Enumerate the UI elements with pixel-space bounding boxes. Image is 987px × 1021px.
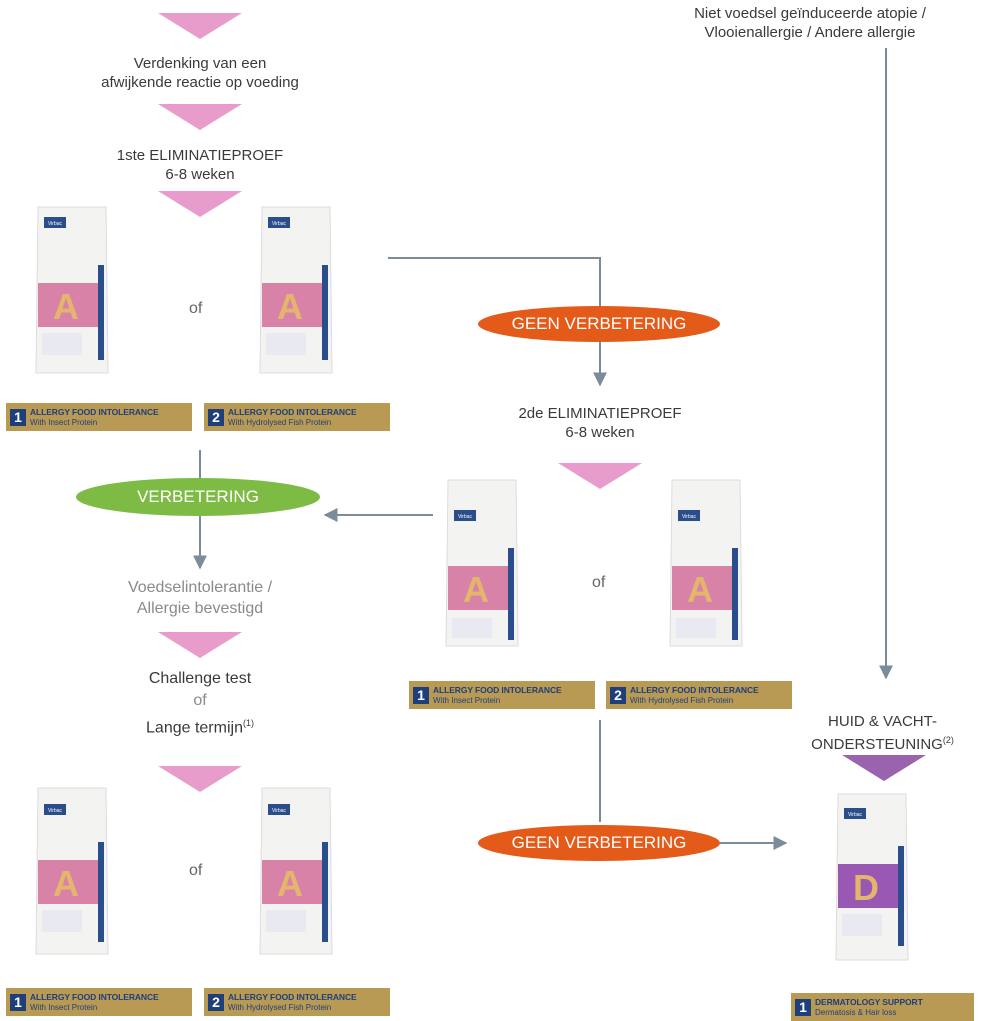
product-number: 2 (208, 409, 224, 426)
product-label-fish[interactable]: 2 ALLERGY FOOD INTOLERANCE With Hydrolys… (204, 403, 390, 431)
connector-elim1-right (388, 257, 607, 387)
product-name: ALLERGY FOOD INTOLERANCE (30, 992, 159, 1002)
or-text-3: of (193, 692, 207, 709)
svg-text:A: A (277, 863, 303, 904)
product-sub: With Insect Protein (433, 696, 501, 705)
product-sub: Dermatosis & Hair loss (815, 1008, 897, 1017)
flow-arrow-top (158, 13, 242, 39)
flow-arrow-skin (842, 755, 926, 781)
product-number: 1 (10, 409, 26, 426)
product-number: 1 (795, 999, 811, 1016)
product-bag-insect-3: Virbac A (34, 786, 110, 956)
long-term-ref: (1) (242, 718, 254, 728)
svg-text:D: D (853, 867, 879, 908)
product-bag-insect-2: Virbac A (444, 478, 520, 648)
product-bag-fish-2: Virbac A (668, 478, 744, 648)
or-text-4: of (189, 862, 203, 879)
product-bag-insect: Virbac A (34, 205, 110, 375)
product-bag-fish: Virbac A (258, 205, 334, 375)
product-name: ALLERGY FOOD INTOLERANCE (228, 407, 357, 417)
flow-arrow-elim2 (558, 463, 642, 489)
challenge-text: Challenge test of Lange termijn(1) (50, 668, 350, 739)
svg-text:A: A (687, 569, 713, 610)
confirmed-text: Voedselintolerantie / Allergie bevestigd (50, 577, 350, 619)
svg-text:Virbac: Virbac (458, 514, 473, 520)
elim1-title: 1ste ELIMINATIEPROEF (116, 147, 284, 164)
elim2-title: 2de ELIMINATIEPROEF (518, 405, 682, 422)
elim1-text: 1ste ELIMINATIEPROEF 6-8 weken (50, 146, 350, 184)
or-text-1: of (189, 300, 203, 317)
svg-text:Virbac: Virbac (682, 514, 697, 520)
product-name: ALLERGY FOOD INTOLERANCE (228, 992, 357, 1002)
elim2-duration: 6-8 weken (565, 424, 635, 441)
skin-support-text: HUID & VACHT- ONDERSTEUNING(2) (780, 712, 985, 754)
product-label-insect[interactable]: 1 ALLERGY FOOD INTOLERANCE With Insect P… (6, 403, 192, 431)
product-label-insect-3[interactable]: 1 ALLERGY FOOD INTOLERANCE With Insect P… (6, 988, 192, 1016)
product-name: ALLERGY FOOD INTOLERANCE (30, 407, 159, 417)
improvement-badge: VERBETERING (76, 478, 320, 516)
svg-text:Virbac: Virbac (848, 812, 863, 818)
product-number: 1 (10, 994, 26, 1011)
confirmed-line-1: Voedselintolerantie / (127, 579, 273, 596)
svg-text:Virbac: Virbac (48, 808, 63, 814)
challenge-test: Challenge test (148, 670, 252, 687)
or-text-2: of (592, 574, 606, 591)
no-improvement-badge-1: GEEN VERBETERING (478, 306, 720, 342)
product-name: ALLERGY FOOD INTOLERANCE (433, 685, 562, 695)
product-number: 2 (208, 994, 224, 1011)
product-label-fish-2[interactable]: 2 ALLERGY FOOD INTOLERANCE With Hydrolys… (606, 681, 792, 709)
svg-text:A: A (463, 569, 489, 610)
suspicion-line-2: afwijkende reactie op voeding (101, 74, 299, 91)
no-improvement-badge-2: GEEN VERBETERING (478, 825, 720, 861)
product-bag-derma: Virbac D (834, 792, 910, 962)
svg-text:Virbac: Virbac (48, 221, 63, 227)
svg-text:A: A (53, 286, 79, 327)
product-name: ALLERGY FOOD INTOLERANCE (630, 685, 759, 695)
confirmed-line-2: Allergie bevestigd (136, 600, 264, 617)
svg-text:A: A (277, 286, 303, 327)
product-name: DERMATOLOGY SUPPORT (815, 997, 923, 1007)
product-sub: With Insect Protein (30, 1003, 98, 1012)
product-bag-fish-3: Virbac A (258, 786, 334, 956)
product-sub: With Hydrolysed Fish Protein (228, 418, 332, 427)
product-label-fish-3[interactable]: 2 ALLERGY FOOD INTOLERANCE With Hydrolys… (204, 988, 390, 1016)
flow-arrow-longterm (158, 766, 242, 792)
product-number: 2 (610, 687, 626, 704)
elim2-text: 2de ELIMINATIEPROEF 6-8 weken (450, 404, 750, 442)
product-sub: With Insect Protein (30, 418, 98, 427)
atopy-line-2: Vlooienallergie / Andere allergie (704, 24, 916, 41)
suspicion-text: Verdenking van een afwijkende reactie op… (50, 54, 350, 92)
skin-line-2: ONDERSTEUNING(2) (780, 731, 985, 754)
product-sub: With Hydrolysed Fish Protein (630, 696, 734, 705)
svg-text:A: A (53, 863, 79, 904)
flow-arrow-2 (158, 104, 242, 130)
long-term-label: Lange termijn (146, 719, 243, 737)
svg-text:Virbac: Virbac (272, 221, 287, 227)
flow-arrow-3 (158, 191, 242, 217)
flow-arrow-confirmed (158, 632, 242, 658)
skin-label: ONDERSTEUNING (811, 736, 943, 753)
skin-ref: (2) (942, 735, 954, 745)
product-label-insect-2[interactable]: 1 ALLERGY FOOD INTOLERANCE With Insect P… (409, 681, 595, 709)
skin-line-1: HUID & VACHT- (828, 713, 937, 730)
product-number: 1 (413, 687, 429, 704)
product-label-derma[interactable]: 1 DERMATOLOGY SUPPORT Dermatosis & Hair … (791, 993, 974, 1021)
long-term: Lange termijn(1) (50, 712, 350, 739)
atopy-text: Niet voedsel geïnduceerde atopie / Vlooi… (640, 4, 980, 42)
atopy-line-1: Niet voedsel geïnduceerde atopie / (694, 5, 926, 22)
elim1-duration: 6-8 weken (165, 166, 235, 183)
svg-text:Virbac: Virbac (272, 808, 287, 814)
suspicion-line-1: Verdenking van een (133, 55, 267, 72)
product-sub: With Hydrolysed Fish Protein (228, 1003, 332, 1012)
